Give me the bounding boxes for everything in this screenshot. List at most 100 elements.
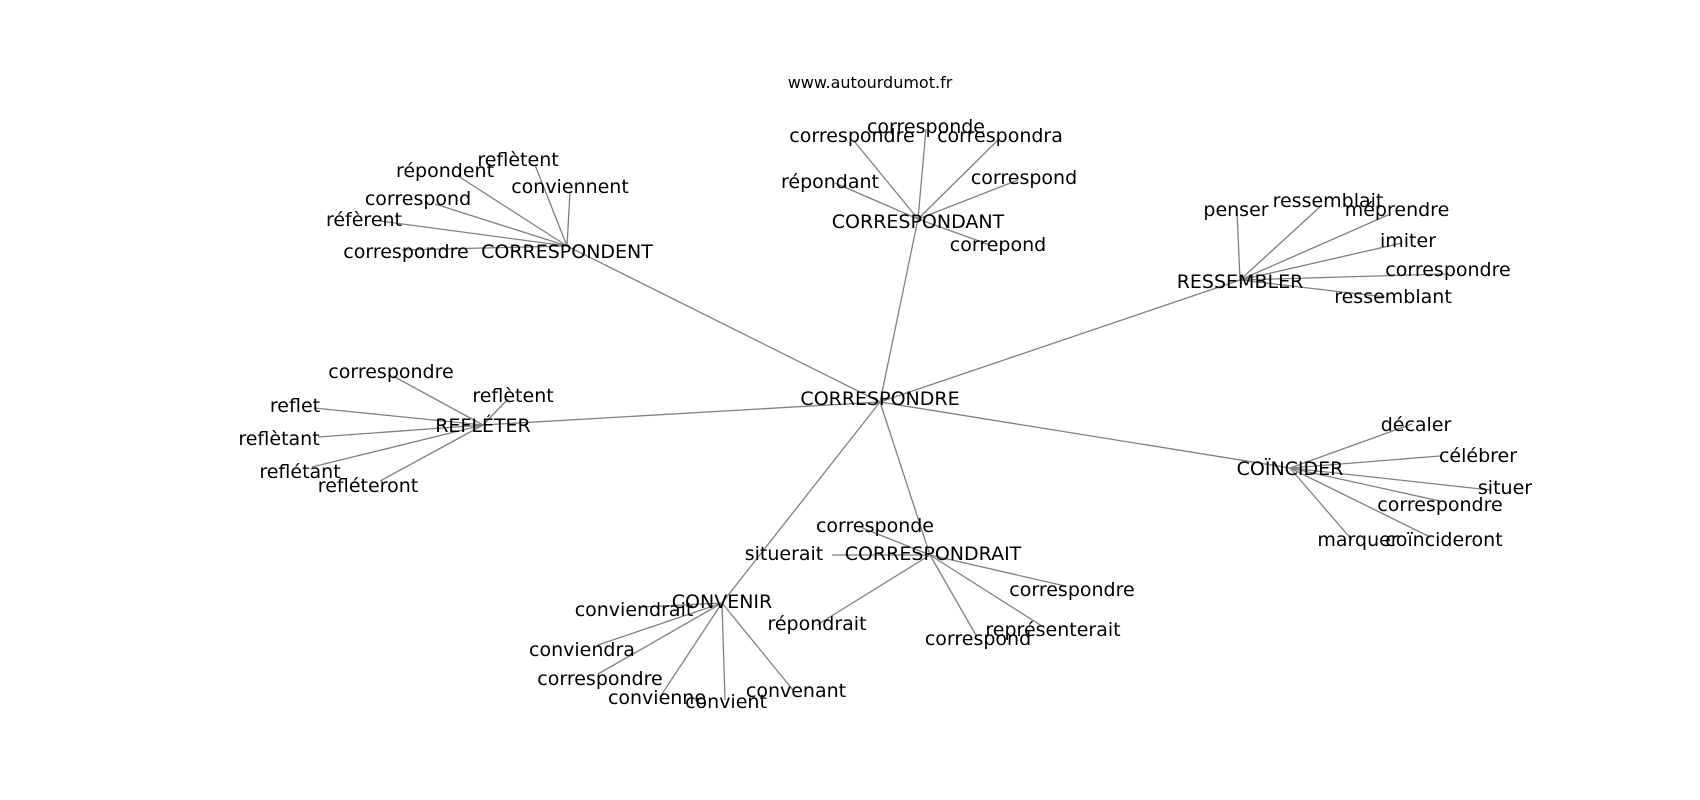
leaf-node-label: correspondre — [1377, 494, 1502, 516]
edge-coincider-leaf — [1289, 467, 1353, 541]
leaf-node-label: correspondre — [1009, 579, 1134, 601]
leaf-node-label: coïncideront — [1385, 529, 1502, 551]
edge-ressembler-leaf — [1239, 273, 1446, 281]
edge-correspondent-leaf — [566, 191, 571, 247]
leaf-node-label: refléteront — [318, 475, 418, 497]
edge-correspondent-leaf — [401, 245, 568, 251]
hub-node-label-refleter: REFLÉTER — [435, 414, 531, 437]
leaf-node-label: correspond — [365, 188, 471, 210]
edge-refleter-leaf — [317, 424, 484, 438]
leaf-node-label: ressemblait — [1273, 190, 1384, 212]
edge-correspondrait-leaf — [816, 554, 931, 626]
edge-ressembler-leaf — [1239, 214, 1389, 281]
leaf-node-label: convient — [685, 691, 767, 713]
edge-root-refleter — [482, 401, 881, 426]
leaf-node-label: reflétant — [259, 461, 340, 483]
leaf-node-label: situer — [1478, 477, 1532, 499]
leaf-node-label: célébrer — [1439, 445, 1517, 467]
edge-root-coincider — [879, 401, 1291, 469]
leaf-node-label: correspondre — [537, 668, 662, 690]
leaf-node-label: conviendrait — [575, 599, 694, 621]
edge-root-correspondent — [566, 245, 881, 403]
edge-correspondrait-leaf — [929, 554, 1066, 587]
edge-coincider-leaf — [1289, 455, 1441, 469]
leaf-node-label: conviendra — [529, 639, 635, 661]
leaf-node-label: convenant — [746, 680, 846, 702]
leaf-node-label: répondant — [781, 171, 879, 193]
edge-ressembler-leaf — [1239, 242, 1403, 281]
leaf-node-label: correspondra — [937, 125, 1063, 147]
leaf-node-label: reflètant — [238, 428, 319, 450]
edge-correspondant-leaf — [917, 128, 927, 220]
leaf-node-label: marquer — [1317, 529, 1398, 551]
edge-convenir-leaf — [641, 602, 723, 608]
leaf-node-label: corresponde — [867, 116, 985, 138]
edge-root-correspondant — [879, 218, 919, 403]
leaf-node-label: correpond — [950, 234, 1046, 256]
root-node-label: CORRESPONDRE — [800, 388, 959, 410]
leaf-node-label: imiter — [1380, 230, 1436, 252]
edge-refleter-leaf — [379, 424, 484, 482]
leaf-node-label: correspondre — [328, 361, 453, 383]
leaf-node-label: correspondre — [343, 241, 468, 263]
edge-convenir-leaf — [721, 602, 794, 691]
edge-refleter-leaf — [482, 398, 509, 426]
edge-refleter-leaf — [311, 424, 484, 468]
leaf-node-label: correspondre — [1385, 259, 1510, 281]
edge-correspondant-leaf — [917, 139, 999, 220]
edge-root-correspondrait — [879, 401, 931, 556]
edge-correspondrait-leaf — [929, 554, 978, 638]
edge-refleter-leaf — [392, 375, 484, 426]
hub-node-label-coincider: COÏNCIDER — [1237, 457, 1344, 480]
edge-correspondant-leaf — [834, 182, 919, 220]
hub-node-label-correspondant: CORRESPONDANT — [832, 211, 1005, 233]
hub-node-label-convenir: CONVENIR — [672, 591, 772, 613]
leaf-node-label: répondent — [396, 160, 494, 182]
edge-correspondrait-leaf — [859, 526, 931, 556]
edge-correspondent-leaf — [434, 203, 568, 247]
edge-coincider-leaf — [1289, 467, 1491, 491]
leaf-node-label: décaler — [1381, 414, 1452, 436]
leaf-node-label: représenterait — [985, 619, 1120, 641]
leaf-node-label: convienne — [608, 687, 706, 709]
leaf-node-label: reflet — [270, 395, 320, 417]
edge-correspondent-leaf — [457, 175, 568, 247]
edge-correspondrait-leaf — [929, 554, 1046, 629]
leaf-node-label: corresponde — [816, 515, 934, 537]
leaf-node-label: correspond — [925, 628, 1031, 650]
edge-coincider-leaf — [1289, 423, 1413, 469]
edge-ressembler-leaf — [1239, 279, 1386, 298]
hub-node-label-correspondrait: CORRESPONDRAIT — [845, 543, 1022, 565]
leaf-node-label: réfèrent — [326, 209, 402, 231]
edge-root-convenir — [721, 401, 881, 604]
edge-ressembler-leaf — [1239, 204, 1323, 281]
edge-convenir-leaf — [597, 602, 723, 675]
leaf-node-label: correspond — [971, 167, 1077, 189]
edge-coincider-leaf — [1289, 467, 1441, 502]
edge-convenir-leaf — [721, 602, 726, 701]
leaf-node-label: ressemblant — [1334, 286, 1452, 308]
edge-ressembler-leaf — [1236, 210, 1241, 281]
site-title: www.autourdumot.fr — [788, 73, 953, 92]
hub-node-label-ressembler: RESSEMBLER — [1177, 271, 1304, 293]
edge-correspondant-leaf — [917, 218, 991, 246]
edge-correspondent-leaf — [379, 220, 568, 247]
graph-edges — [311, 128, 1491, 701]
leaf-node-label: correspondre — [789, 125, 914, 147]
edge-correspondant-leaf — [853, 140, 919, 220]
leaf-node-label: reflètent — [472, 385, 553, 407]
edge-root-ressembler — [879, 279, 1241, 403]
leaf-node-label: situerait — [745, 543, 824, 565]
leaf-node-label: penser — [1203, 199, 1268, 221]
edge-correspondent-leaf — [534, 164, 568, 247]
edge-refleter-leaf — [313, 407, 484, 426]
edge-convenir-leaf — [659, 602, 723, 698]
hub-node-label-correspondent: CORRESPONDENT — [481, 241, 653, 263]
leaf-node-label: répondrait — [767, 613, 866, 635]
leaf-node-label: reflètent — [477, 149, 558, 171]
edge-correspondant-leaf — [917, 179, 1019, 220]
edge-convenir-leaf — [597, 602, 723, 646]
graph-labels: CORRESPONDREreflètentrépondentconviennen… — [238, 116, 1532, 713]
leaf-node-label: conviennent — [511, 176, 629, 198]
